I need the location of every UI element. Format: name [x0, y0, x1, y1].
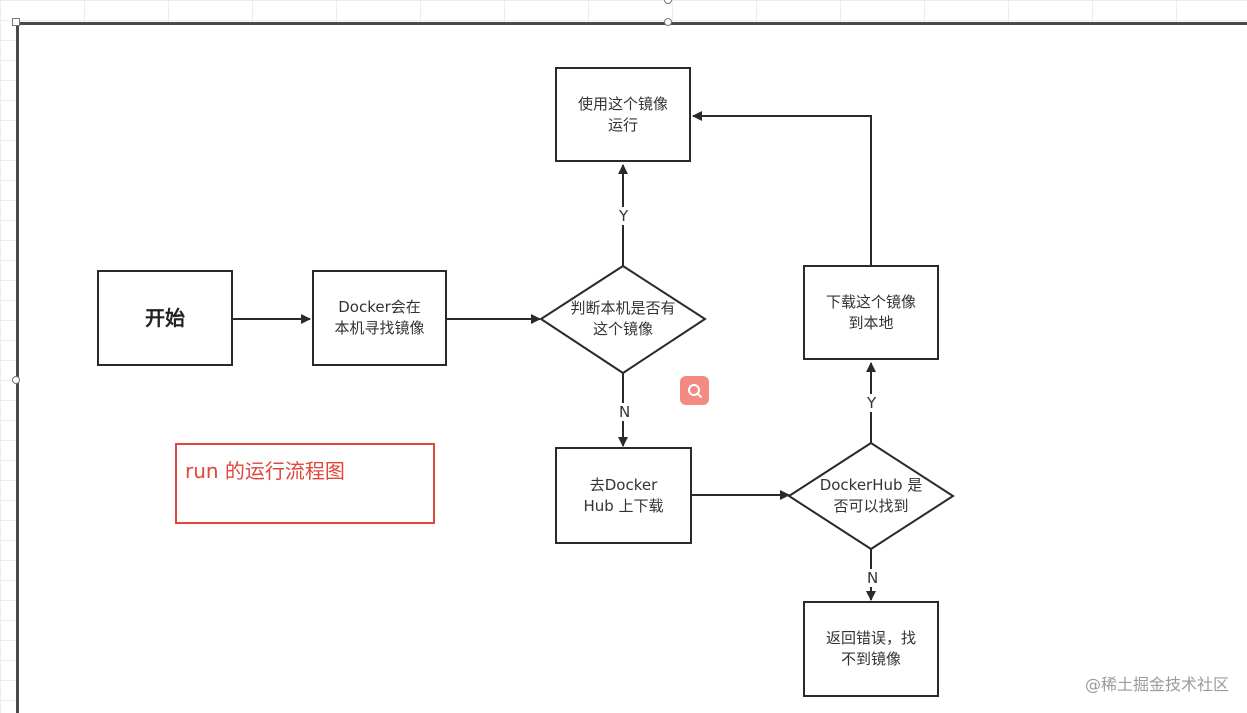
- decision-check-local[interactable]: 判断本机是否有 这个镜像: [570, 299, 676, 338]
- node-download[interactable]: 下载这个镜像 到本地: [803, 265, 939, 360]
- node-go-dockerhub[interactable]: 去Docker Hub 上下载: [555, 447, 692, 544]
- edge-label-local-yes: Y: [617, 207, 631, 225]
- edge-label-hub-no: N: [865, 569, 881, 587]
- edge-download-to-use: [692, 111, 872, 265]
- note-box[interactable]: run 的运行流程图: [175, 443, 435, 524]
- resize-handle-top-left[interactable]: [12, 18, 20, 26]
- node-error[interactable]: 返回错误，找 不到镜像: [803, 601, 939, 697]
- decision-check-hub-shape: [787, 441, 955, 551]
- edge-label-hub-yes: Y: [865, 394, 879, 412]
- edge-label-local-no: N: [617, 403, 633, 421]
- watermark: @稀土掘金技术社区: [1084, 675, 1229, 694]
- resize-handle-top-center[interactable]: [664, 18, 672, 26]
- node-use-image[interactable]: 使用这个镜像 运行: [555, 67, 691, 162]
- search-button[interactable]: [680, 376, 709, 405]
- decision-check-local-shape: [539, 264, 707, 375]
- node-start[interactable]: 开始: [97, 270, 233, 366]
- resize-handle-left-center[interactable]: [12, 376, 20, 384]
- note-title: run 的运行流程图: [185, 459, 345, 483]
- node-docker-search[interactable]: Docker会在 本机寻找镜像: [312, 270, 447, 366]
- decision-check-hub[interactable]: DockerHub 是 否可以找到: [819, 476, 923, 515]
- search-icon: [687, 383, 702, 398]
